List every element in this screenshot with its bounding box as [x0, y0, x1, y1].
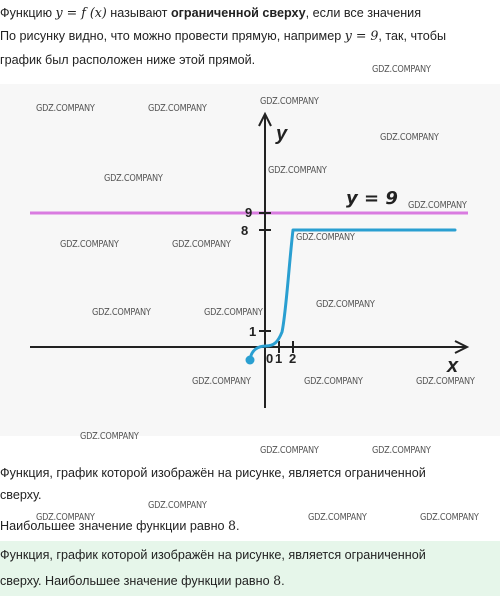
watermark: GDZ.COMPANY — [416, 376, 475, 387]
watermark: GDZ.COMPANY — [420, 512, 479, 523]
answer-line-1: Функция, график которой изображён на рис… — [0, 548, 426, 562]
conclusion-line-3: Наибольшее значение функции равно 8. — [0, 518, 240, 533]
conclusion-line-1: Функция, график которой изображён на рис… — [0, 466, 426, 480]
watermark: GDZ.COMPANY — [268, 165, 327, 176]
watermark: GDZ.COMPANY — [60, 239, 119, 250]
graph-canvas: y x y = 9 9 8 1 0 1 2 — [30, 111, 470, 408]
intro-line-1: Функцию y = f (x) называют ограниченной … — [0, 5, 422, 20]
formula-y-9: y = 9 — [344, 28, 379, 43]
watermark: GDZ.COMPANY — [204, 307, 263, 318]
watermark: GDZ.COMPANY — [380, 132, 439, 143]
watermark: GDZ.COMPANY — [316, 299, 375, 310]
watermark: GDZ.COMPANY — [260, 445, 319, 456]
x-axis-arrow — [454, 340, 470, 354]
watermark: GDZ.COMPANY — [80, 431, 139, 442]
watermark: GDZ.COMPANY — [372, 445, 431, 456]
watermark: GDZ.COMPANY — [92, 307, 151, 318]
answer-max-value: 8 — [273, 573, 282, 588]
answer-text: Функция, график которой изображён на рис… — [0, 548, 426, 588]
answer-box: Функция, график которой изображён на рис… — [0, 541, 500, 596]
conclusion-line-2: сверху. — [0, 488, 42, 502]
watermark: GDZ.COMPANY — [172, 239, 231, 250]
watermark: GDZ.COMPANY — [408, 200, 467, 211]
watermark: GDZ.COMPANY — [104, 173, 163, 184]
tick-label-y-1: 1 — [249, 324, 256, 339]
formula-y-f-x: y = f (x) — [55, 5, 107, 20]
tick-label-origin: 0 — [266, 351, 273, 366]
curve-start-point — [245, 355, 255, 365]
tick-label-x-1: 1 — [275, 351, 282, 366]
function-curve — [248, 228, 457, 362]
watermark: GDZ.COMPANY — [304, 376, 363, 387]
watermark: GDZ.COMPANY — [372, 64, 431, 75]
watermark: GDZ.COMPANY — [308, 512, 367, 523]
tick-label-y-9: 9 — [245, 205, 252, 220]
tick-label-x-2: 2 — [289, 351, 296, 366]
watermark: GDZ.COMPANY — [296, 232, 355, 243]
tick-label-y-8: 8 — [241, 223, 248, 238]
watermark: GDZ.COMPANY — [36, 512, 95, 523]
y-axis-arrow — [258, 111, 272, 127]
watermark: GDZ.COMPANY — [260, 96, 319, 107]
function-graph: y x y = 9 9 8 1 0 1 2 GDZ.COMPANY GDZ.CO… — [0, 84, 500, 442]
conclusion-text: Функция, график которой изображён на рис… — [0, 462, 492, 506]
watermark: GDZ.COMPANY — [192, 376, 251, 387]
line-y-9-label: y = 9 — [346, 188, 398, 209]
watermark: GDZ.COMPANY — [148, 103, 207, 114]
intro-line-3: график был расположен ниже этой прямой. — [0, 53, 256, 67]
y-axis-label: y — [275, 123, 288, 145]
watermark: GDZ.COMPANY — [148, 500, 207, 511]
max-value: 8 — [228, 518, 237, 533]
x-axis-label: x — [446, 355, 459, 377]
watermark: GDZ.COMPANY — [36, 103, 95, 114]
bounded-above-term: ограниченной сверху — [170, 6, 306, 20]
intro-line-2: По рисунку видно, что можно провести пря… — [0, 28, 446, 43]
